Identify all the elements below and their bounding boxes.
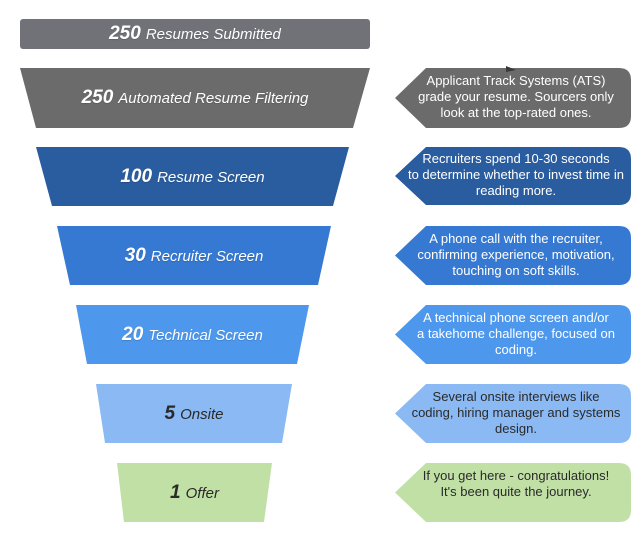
callout-description: A phone call with the recruiter, confirm… — [417, 230, 615, 278]
funnel-stage-shape — [57, 226, 331, 285]
callout-bubble — [395, 305, 631, 364]
callout-bubble — [395, 463, 631, 522]
stage-count: 5 — [164, 402, 176, 424]
callout-description: If you get here - congratulations! It's … — [422, 467, 610, 499]
stage-count: 100 — [120, 165, 153, 187]
stage-name: Technical Screen — [148, 326, 263, 344]
callout-description: Recruiters spend 10-30 seconds to determ… — [407, 151, 625, 198]
callout-description: Applicant Track Systems (ATS) grade your… — [418, 73, 614, 120]
funnel-stage-shape — [20, 68, 370, 128]
funnel-stage-shape — [20, 19, 370, 49]
stage-count: 250 — [109, 23, 141, 44]
callout-description: Several onsite interviews like coding, h… — [411, 388, 621, 436]
stage-name: Resumes Submitted — [145, 26, 281, 43]
funnel-stage-shape — [36, 147, 349, 206]
funnel-stage-shape — [117, 463, 272, 522]
stage-name: Resume Screen — [157, 168, 265, 186]
callout-description: A technical phone screen and/or a takeho… — [416, 309, 616, 357]
callout-bubble — [395, 68, 631, 128]
stage-name: Offer — [185, 484, 219, 502]
stage-name: Onsite — [180, 405, 224, 423]
funnel-stage-shape — [76, 305, 309, 364]
arrow-tick-icon — [506, 66, 516, 72]
stage-name: Recruiter Screen — [150, 247, 264, 265]
funnel-stage-shape — [96, 384, 292, 443]
callout-bubble — [395, 226, 631, 285]
stage-count: 250 — [81, 87, 114, 108]
callout-bubble — [395, 384, 631, 443]
stage-name: Automated Resume Filtering — [118, 90, 309, 107]
callout-bubble — [395, 147, 631, 205]
stage-count: 30 — [124, 244, 146, 266]
stage-count: 20 — [122, 323, 144, 345]
stage-count: 1 — [170, 481, 181, 503]
